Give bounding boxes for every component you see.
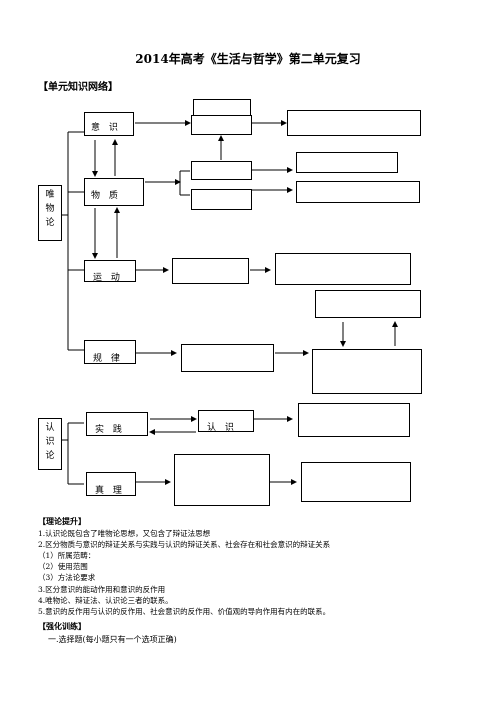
blank-box [301, 462, 411, 502]
node-consciousness: 意 识 [84, 112, 134, 136]
theory-item: 1.认识论既包含了唯物论思想，又包含了辩证法思想 [38, 529, 211, 538]
group-materialism-char-1: 唯 [45, 190, 55, 200]
node-motion-label: 运 动 [93, 273, 123, 283]
node-cognition: 认 识 [198, 410, 254, 433]
group-epistemology: 认 识 论 [38, 418, 62, 470]
blank-box [172, 258, 249, 284]
theory-heading: 【理论提升】 [38, 516, 86, 526]
blank-box [312, 349, 422, 394]
group-materialism-char-3: 论 [45, 218, 55, 228]
node-truth: 真 理 [86, 472, 136, 496]
theory-item: 3.区分意识的能动作用和意识的反作用 [38, 585, 166, 594]
group-epistemology-char-1: 认 [45, 423, 55, 433]
theory-item: 5.意识的反作用与认识的反作用、社会意识的反作用、价值观的导向作用有内在的联系。 [38, 607, 331, 616]
blank-box [275, 253, 411, 285]
theory-item: （1）所属范畴： [38, 551, 96, 560]
node-law-label: 规 律 [93, 354, 123, 364]
blank-box [298, 403, 410, 437]
node-practice: 实 践 [86, 412, 148, 436]
theory-item: （3）方法论要求 [38, 573, 96, 582]
network-heading: 【单元知识网络】 [38, 82, 118, 93]
blank-box [315, 290, 421, 318]
node-law: 规 律 [84, 340, 136, 364]
node-matter-label: 物 质 [91, 191, 121, 201]
group-materialism-char-2: 物 [45, 204, 55, 214]
blank-box [287, 110, 421, 136]
node-consciousness-label: 意 识 [91, 123, 121, 133]
node-practice-label: 实 践 [95, 425, 125, 435]
node-matter: 物 质 [84, 178, 144, 206]
theory-item: 2.区分物质与意识的辩证关系与实践与认识的辩证关系、社会存在和社会意识的辩证关系 [38, 540, 331, 549]
blank-box [174, 454, 270, 506]
theory-item: 4.唯物论、辩证法、认识论三者的联系。 [38, 596, 173, 605]
group-epistemology-char-3: 论 [45, 451, 55, 461]
blank-box [181, 344, 274, 372]
blank-box [191, 115, 252, 135]
theory-item: （2）使用范围 [38, 562, 88, 571]
node-cognition-label: 认 识 [207, 423, 237, 433]
node-truth-label: 真 理 [95, 486, 125, 496]
blank-box [191, 161, 252, 180]
blank-box [296, 181, 420, 203]
training-item: 一.选择题(每小题只有一个选项正确) [48, 635, 177, 644]
page-title: 2014年高考《生活与哲学》第二单元复习 [135, 52, 361, 66]
training-heading: 【强化训练】 [38, 621, 86, 631]
node-motion: 运 动 [84, 260, 136, 283]
blank-box [191, 189, 252, 210]
group-materialism: 唯 物 论 [38, 185, 62, 241]
blank-box [296, 152, 398, 173]
group-epistemology-char-2: 识 [45, 437, 55, 447]
